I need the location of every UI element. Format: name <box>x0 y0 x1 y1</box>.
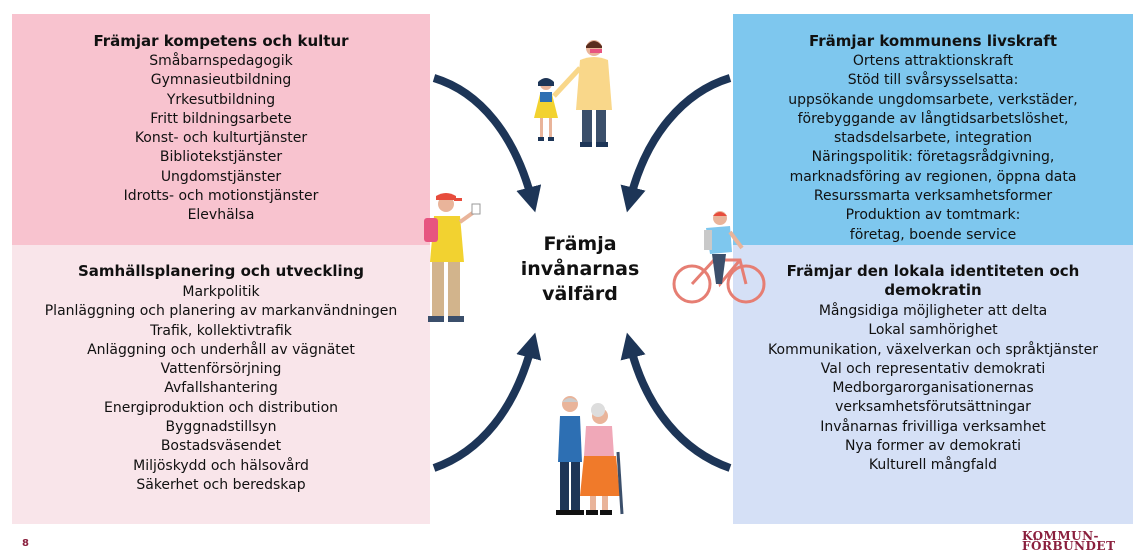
arrow-bottom-right <box>620 332 732 472</box>
list-item: Yrkesutbildning <box>166 91 276 108</box>
box-title: Samhällsplanering och utveckling <box>77 262 365 280</box>
kommunforbundet-logo: KOMMUN- FÖRBUNDET <box>1022 529 1116 553</box>
box-title: Främjar kompetens och kultur <box>93 32 349 50</box>
arrow-top-left <box>432 74 542 213</box>
cyclist-figure-icon <box>672 211 766 304</box>
list-item: Produktion av tomtmark: <box>845 207 1021 224</box>
list-item: förebyggande av långtidsarbetslöshet, <box>797 110 1069 127</box>
arrow-bottom-left <box>432 332 542 472</box>
competence-culture-box: Främjar kompetens och kultur Småbarnsped… <box>12 14 430 245</box>
page-number: 8 <box>22 538 29 549</box>
center-label-line: invånarnas <box>520 258 640 280</box>
list-item: stadsdelsarbete, integration <box>834 130 1032 147</box>
list-item: Markpolitik <box>182 284 260 300</box>
list-item: uppsökande ungdomsarbete, verkstäder, <box>788 91 1078 108</box>
box-title-line: demokratin <box>884 281 982 299</box>
list-item: marknadsföring av regionen, öppna data <box>789 168 1077 185</box>
traveler-figure-icon <box>424 193 481 322</box>
list-item: Invånarnas frivilliga verksamhet <box>820 418 1046 435</box>
center-label: Främja invånarnas välfärd <box>505 232 655 307</box>
list-item: Lokal samhörighet <box>868 322 998 339</box>
list-item: Resurssmarta verksamhetsformer <box>813 188 1053 205</box>
list-item: Vattenförsörjning <box>160 361 282 378</box>
municipal-vitality-box: Främjar kommunens livskraft Ortens attra… <box>733 14 1133 245</box>
list-item: Kulturell mångfald <box>868 457 998 474</box>
list-item: Energiproduktion och distribution <box>103 399 339 416</box>
list-item: Byggnadstillsyn <box>165 419 277 436</box>
list-item: Småbarnspedagogik <box>149 53 293 69</box>
logo-line: KOMMUN- <box>1022 529 1100 543</box>
list-item: Bostadsväsendet <box>160 438 282 455</box>
list-item: Idrotts- och motionstjänster <box>123 188 319 205</box>
arrow-top-right <box>620 74 732 213</box>
identity-democracy-box: Främjar den lokala identiteten och demok… <box>733 245 1133 524</box>
box-title: Främjar den lokala identiteten och demok… <box>733 262 1133 300</box>
list-item: Trafik, kollektivtrafik <box>150 322 292 339</box>
planning-development-box: Samhällsplanering och utveckling Markpol… <box>12 245 430 524</box>
list-item: Miljöskydd och hälsovård <box>133 457 309 474</box>
list-item: Elevhälsa <box>187 207 255 224</box>
list-item: Näringspolitik: företagsrådgivning, <box>811 149 1055 166</box>
list-item: Säkerhet och beredskap <box>136 476 306 493</box>
elderly-couple-figure-icon <box>556 396 624 515</box>
list-item: Mångsidiga möjligheter att delta <box>818 303 1048 319</box>
box-title-line: Främjar den lokala identiteten och <box>786 262 1080 280</box>
item-list: Mångsidiga möjligheter att delta Lokal s… <box>733 302 1133 476</box>
list-item: Avfallshantering <box>164 380 278 397</box>
list-item: Stöd till svårsysselsatta: <box>847 72 1019 89</box>
center-label-line: välfärd <box>542 283 618 305</box>
list-item: Konst- och kulturtjänster <box>134 130 308 147</box>
list-item: Gymnasieutbildning <box>150 72 292 89</box>
item-list: Småbarnspedagogik Gymnasieutbildning Yrk… <box>12 52 430 226</box>
list-item: Bibliotekstjänster <box>159 149 283 166</box>
list-item: företag, boende service <box>849 226 1017 243</box>
item-list: Ortens attraktionskraft Stöd till svårsy… <box>733 52 1133 245</box>
list-item: Kommunikation, växelverkan och språktjän… <box>768 341 1098 358</box>
logo-line: FÖRBUNDET <box>1022 539 1116 553</box>
list-item: verksamhetsförutsättningar <box>835 399 1031 416</box>
list-item: Ortens attraktionskraft <box>852 53 1014 69</box>
list-item: Anläggning och underhåll av vägnätet <box>87 341 355 358</box>
list-item: Nya former av demokrati <box>844 438 1022 455</box>
list-item: Fritt bildningsarbete <box>150 110 292 127</box>
item-list: Markpolitik Planläggning och planering a… <box>12 283 430 495</box>
parent-child-figure-icon <box>534 40 612 147</box>
box-title: Främjar kommunens livskraft <box>809 32 1057 50</box>
list-item: Ungdomstjänster <box>160 168 282 185</box>
list-item: Planläggning och planering av markanvänd… <box>44 303 398 320</box>
list-item: Medborgarorganisationernas <box>832 380 1034 397</box>
list-item: Val och representativ demokrati <box>820 360 1046 377</box>
center-label-line: Främja <box>543 233 617 255</box>
